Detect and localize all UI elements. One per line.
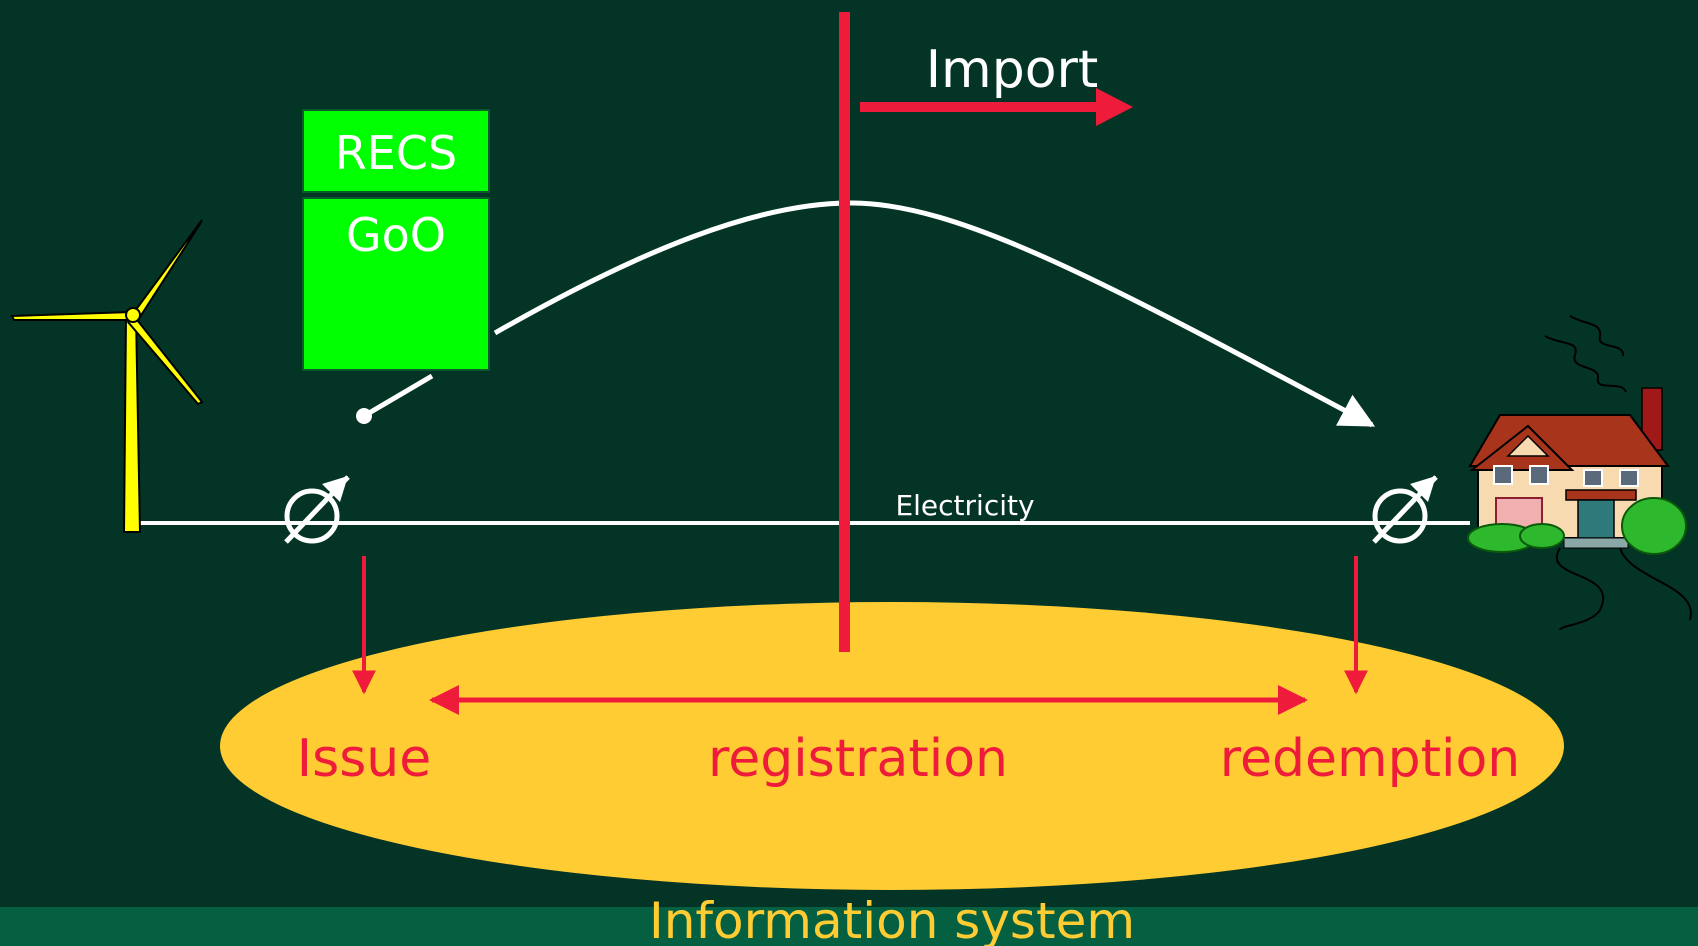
recs-label: RECS	[335, 126, 457, 180]
certificate-flow-arc	[493, 200, 1376, 428]
switch-dot	[356, 408, 372, 424]
issue-label: Issue	[297, 729, 431, 789]
redemption-label: redemption	[1220, 729, 1521, 789]
goo-box	[302, 197, 490, 371]
footer-band	[0, 907, 1698, 946]
goo-label: GoO	[346, 208, 446, 262]
information-system-ellipse	[220, 602, 1564, 890]
border-line	[839, 12, 850, 652]
electricity-label: Electricity	[895, 489, 1034, 522]
switch-line	[362, 373, 434, 419]
import-label: Import	[926, 40, 1099, 100]
wind-turbine-icon	[10, 219, 204, 533]
house-icon	[1467, 315, 1692, 631]
meter-icon	[1372, 475, 1438, 544]
registration-label: registration	[708, 729, 1008, 789]
information-system-label: Information system	[649, 892, 1135, 946]
meter-icon	[284, 475, 350, 544]
import-arrow	[860, 88, 1133, 126]
recs-box	[302, 109, 490, 193]
